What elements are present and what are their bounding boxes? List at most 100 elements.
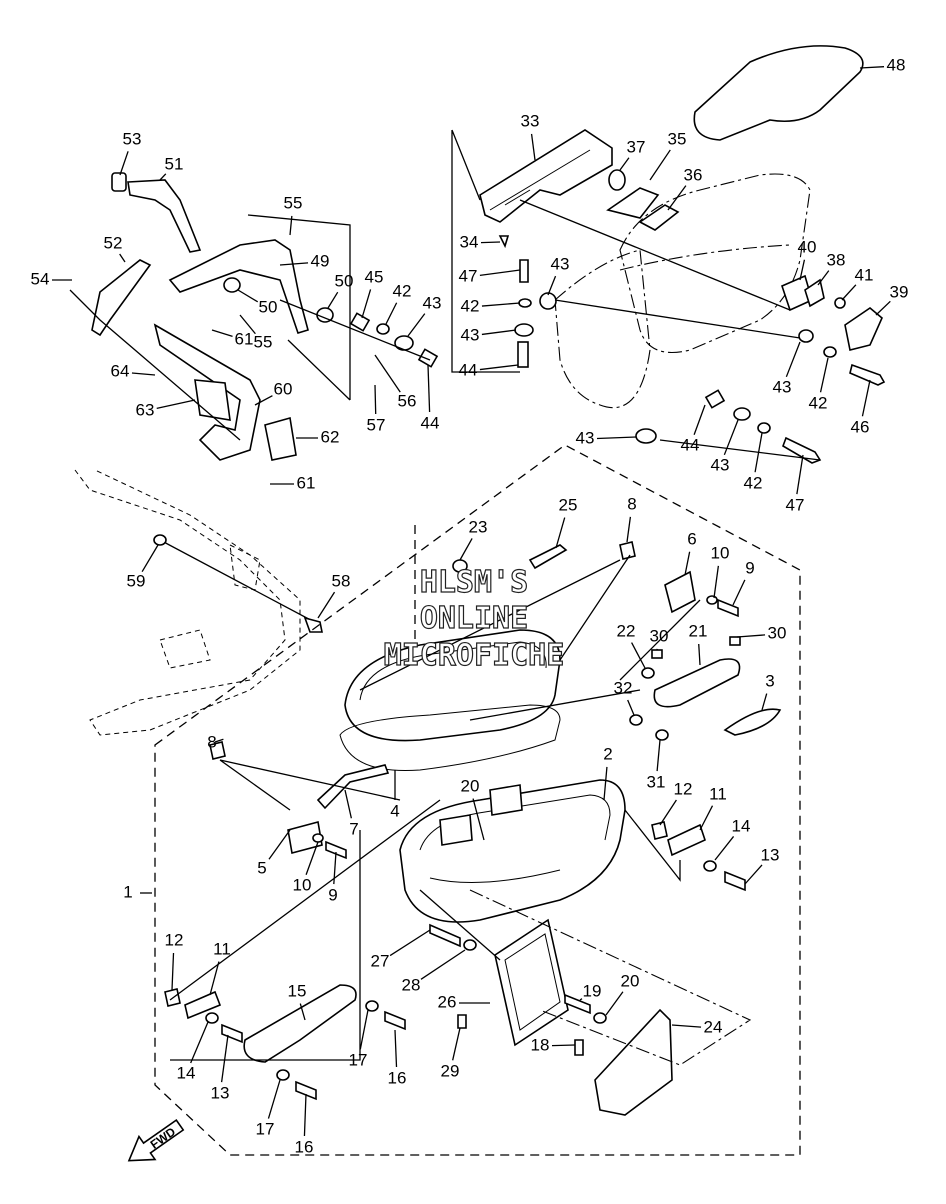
callout-55: 55	[284, 193, 303, 212]
leader-43	[785, 341, 801, 378]
callout-30: 30	[768, 623, 787, 642]
leader-50	[327, 291, 339, 309]
leader-7	[344, 789, 352, 819]
part-8-cap-b	[209, 741, 226, 760]
leader-52	[119, 253, 126, 263]
callout-21: 21	[689, 621, 708, 640]
callout-14: 14	[177, 1063, 196, 1082]
leader-33	[530, 133, 536, 161]
part-43-grommet-e	[798, 329, 814, 343]
callout-38: 38	[827, 250, 846, 269]
part-15-bracket	[243, 984, 357, 1063]
callout-9: 9	[328, 885, 337, 904]
callout-44: 44	[459, 360, 478, 379]
leader-51	[159, 173, 167, 181]
part-50-damper-a	[223, 277, 241, 293]
callout-57: 57	[367, 415, 386, 434]
part-52-stay	[91, 259, 152, 337]
callout-44: 44	[421, 413, 440, 432]
callout-48: 48	[887, 55, 906, 74]
part-49-stay	[168, 239, 309, 334]
leader-11	[209, 961, 220, 996]
callout-43: 43	[773, 377, 792, 396]
callout-22: 22	[617, 621, 636, 640]
leader-17	[359, 1009, 369, 1050]
part-21-lens	[653, 658, 741, 708]
callout-61: 61	[297, 473, 316, 492]
leader-58	[317, 591, 336, 619]
part-30-pad-b	[729, 636, 741, 646]
leader-64	[131, 372, 156, 376]
callout-10: 10	[711, 543, 730, 562]
leader-12	[171, 952, 175, 991]
part-63-reflector	[194, 379, 231, 421]
leader-6	[684, 551, 691, 576]
part-53-collar	[111, 172, 127, 192]
callout-40: 40	[798, 237, 817, 256]
part-2-body	[399, 779, 626, 923]
part-26-plate	[494, 918, 569, 1047]
callout-32: 32	[614, 678, 633, 697]
part-30-pad-a	[651, 649, 663, 659]
callout-53: 53	[123, 129, 142, 148]
callout-2: 2	[603, 744, 612, 763]
part-25-bolt	[528, 544, 568, 570]
callout-47: 47	[786, 495, 805, 514]
part-16-bolt-b	[295, 1080, 317, 1101]
leader-46	[861, 379, 871, 417]
leader-16	[394, 1029, 398, 1068]
part-24-bracket	[594, 1008, 673, 1116]
part-31-washer	[655, 729, 669, 741]
part-11-plate-a	[667, 823, 706, 857]
part-34-clip	[498, 235, 510, 249]
leader-14	[714, 836, 735, 861]
part-42-washer-b	[757, 422, 771, 434]
callout-36: 36	[684, 165, 703, 184]
leader-45	[361, 289, 372, 319]
part-32-washer	[629, 714, 643, 726]
leader-10	[713, 565, 720, 599]
watermark-line-2: ONLINE	[420, 601, 528, 636]
watermark-line-1: HLSM'S	[420, 565, 528, 600]
callout-35: 35	[668, 129, 687, 148]
callout-16: 16	[295, 1137, 314, 1156]
leader-44	[693, 404, 706, 435]
leader-55	[239, 314, 256, 335]
part-41-washer	[834, 297, 846, 309]
part-16-bolt-a	[384, 1010, 406, 1031]
part-45-collar	[349, 312, 371, 332]
callout-54: 54	[31, 269, 50, 288]
leader-57	[374, 384, 377, 415]
part-51-stay	[127, 179, 202, 253]
callout-17: 17	[256, 1119, 275, 1138]
callout-56: 56	[398, 391, 417, 410]
leader-2	[603, 766, 608, 801]
callout-25: 25	[559, 495, 578, 514]
part-47-bolt-b	[782, 436, 822, 464]
leader-63	[156, 399, 196, 410]
part-29-rivet	[457, 1014, 467, 1029]
callout-11: 11	[709, 784, 727, 803]
callout-47: 47	[459, 266, 478, 285]
part-43-grommet-a	[539, 292, 557, 310]
leader-47	[796, 454, 804, 495]
watermark-line-3: MICROFICHE	[384, 638, 565, 673]
leader-43	[596, 436, 637, 440]
part-11-plate-b	[184, 990, 222, 1020]
part-17-washer-b	[276, 1069, 290, 1081]
part-22-washer	[641, 667, 655, 679]
callout-8: 8	[207, 732, 216, 751]
callout-46: 46	[851, 417, 870, 436]
callout-55: 55	[254, 332, 273, 351]
part-35-plate	[606, 187, 660, 219]
leader-22	[631, 642, 646, 669]
leader-43	[407, 313, 426, 337]
part-42-washer-d	[376, 323, 390, 335]
leader-47	[479, 269, 521, 277]
part-10-washer-a	[706, 595, 718, 605]
callout-13: 13	[211, 1083, 230, 1102]
callout-10: 10	[293, 875, 312, 894]
callout-20: 20	[461, 776, 480, 795]
callout-12: 12	[165, 930, 184, 949]
leader-18	[551, 1044, 576, 1047]
